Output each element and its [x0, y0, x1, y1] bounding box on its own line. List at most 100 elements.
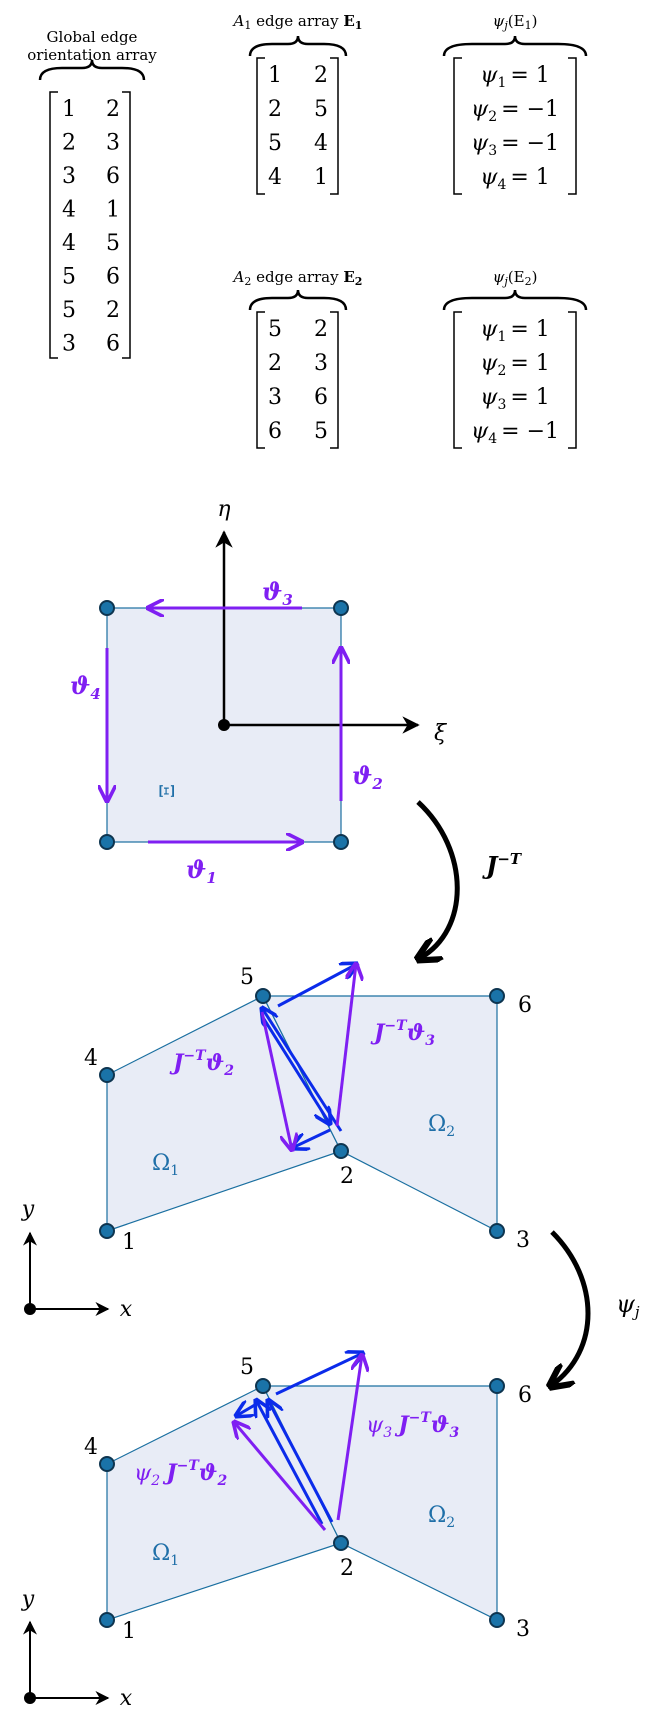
matrix-cell: 6 — [106, 164, 120, 189]
psi-e2-brace — [442, 289, 588, 311]
psi-map: ψj — [552, 1230, 640, 1385]
psi-cell: ψ2= 1 — [480, 351, 550, 379]
mesh-node — [489, 988, 505, 1004]
mesh-node — [489, 1223, 505, 1239]
global-bracket-left — [49, 91, 58, 359]
blue-edge-vector — [236, 1402, 261, 1416]
matrix-cell: 4 — [268, 165, 282, 190]
global-brace — [38, 59, 146, 81]
blue-edge-vector — [268, 1400, 334, 1523]
psi-cell: ψ3= 1 — [480, 385, 550, 413]
e1-bracket-left — [256, 57, 265, 195]
matrix-cell: 2 — [106, 298, 120, 323]
e1-bracket-right — [330, 57, 339, 195]
xi-domain-label: Ξ — [155, 784, 179, 798]
ref-node — [99, 834, 115, 850]
matrix-cell: 5 — [268, 131, 282, 156]
psi-e2-bracket-right — [568, 311, 577, 449]
mesh-node — [99, 1067, 115, 1083]
matrix-cell: 5 — [314, 97, 328, 122]
eta-label: η — [217, 497, 230, 522]
jt-theta3-label: J−Tϑ3 — [370, 1018, 435, 1049]
psi-cell: ψ4= −1 — [471, 419, 559, 447]
ref-node — [333, 600, 349, 616]
e2-bracket-left — [256, 311, 265, 449]
node-number-label: 3 — [516, 1617, 530, 1642]
e1-header: A1 edge array E1 — [232, 12, 363, 32]
node-number-label: 6 — [518, 1383, 532, 1408]
psi-cell: ψ2= −1 — [471, 97, 559, 125]
psi3-jt-theta3-vector — [336, 1355, 362, 1521]
psi-e1-array: ψj(E1) ψ1= 1 ψ2= −1 ψ3= −1 ψ4= 1 — [442, 12, 588, 195]
global-header-line2: orientation array — [27, 46, 157, 64]
matrix-cell: 6 — [268, 419, 282, 444]
node-number-label: 1 — [122, 1619, 136, 1644]
mesh-node — [255, 1378, 271, 1394]
node-number-label: 5 — [240, 965, 254, 990]
node-number-label: 4 — [84, 1435, 98, 1460]
psi-cell: ψ3= −1 — [471, 131, 559, 159]
mesh-node — [489, 1612, 505, 1628]
e2-brace — [248, 289, 348, 311]
matrix-cell: 2 — [314, 317, 328, 342]
psi-e2-bracket-left — [453, 311, 462, 449]
psi-e2-header: ψj(E2) — [493, 268, 538, 288]
mesh-node — [333, 1535, 349, 1551]
theta3-label: ϑ3 — [262, 577, 293, 609]
mesh-node — [99, 1612, 115, 1628]
node-number-label: 3 — [516, 1228, 530, 1253]
mesh-node — [99, 1456, 115, 1472]
matrix-cell: 5 — [314, 419, 328, 444]
y-label: y — [21, 1197, 35, 1222]
y-label: y — [21, 1587, 35, 1612]
psi-e1-header: ψj(E1) — [493, 12, 538, 32]
mesh-node — [255, 988, 271, 1004]
node-number-label: 2 — [340, 1164, 354, 1189]
ref-node — [333, 834, 349, 850]
theta2-label: ϑ2 — [352, 761, 383, 793]
reference-element: Ξ η ξ ϑ1 ϑ2 ϑ3 ϑ4 — [70, 497, 448, 887]
jacobian-map: J−T — [418, 800, 523, 958]
jt-theta2-vector — [260, 1011, 292, 1150]
matrix-cell: 6 — [314, 385, 328, 410]
matrix-cell: 6 — [106, 332, 120, 357]
xy-origin-dot — [24, 1303, 36, 1315]
matrix-cell: 3 — [62, 332, 76, 357]
matrix-cell: 5 — [62, 298, 76, 323]
matrix-cell: 3 — [314, 351, 328, 376]
matrix-cell: 4 — [314, 131, 328, 156]
node-number-label: 5 — [240, 1355, 254, 1380]
matrix-cell: 2 — [268, 97, 282, 122]
e2-header: A2 edge array E2 — [232, 268, 363, 288]
blue-edge-vector — [277, 964, 357, 1008]
node-number-label: 1 — [122, 1230, 136, 1255]
psi-e2-array: ψj(E2) ψ1= 1ψ2= 1ψ3= 1ψ4= −1 — [442, 268, 588, 449]
x-label: x — [120, 1297, 133, 1322]
xy-origin-dot — [24, 1692, 36, 1704]
matrix-cell: 2 — [268, 351, 282, 376]
psi-cell: ψ1= 1 — [480, 63, 550, 91]
matrix-cell: 3 — [106, 131, 120, 156]
global-bracket-right — [122, 91, 131, 359]
psi-cell: ψ4= 1 — [480, 165, 550, 193]
matrix-cell: 4 — [62, 198, 76, 223]
blue-edge-vector — [256, 1400, 324, 1525]
matrix-cell: 5 — [268, 317, 282, 342]
matrix-cell: 5 — [106, 231, 120, 256]
origin-dot — [218, 719, 230, 731]
psi-map-arrow — [552, 1230, 591, 1385]
matrix-cell: 1 — [106, 198, 120, 223]
x-label: x — [120, 1686, 133, 1711]
node-number-label: 4 — [84, 1046, 98, 1071]
jacobian-map-arrow — [418, 800, 460, 958]
omega1-label: Ω1 — [152, 1541, 179, 1569]
matrix-cell: 6 — [106, 265, 120, 290]
matrix-cell: 1 — [314, 165, 328, 190]
psi-map-label: ψj — [616, 1290, 640, 1321]
jt-theta3-vector — [335, 964, 356, 1127]
